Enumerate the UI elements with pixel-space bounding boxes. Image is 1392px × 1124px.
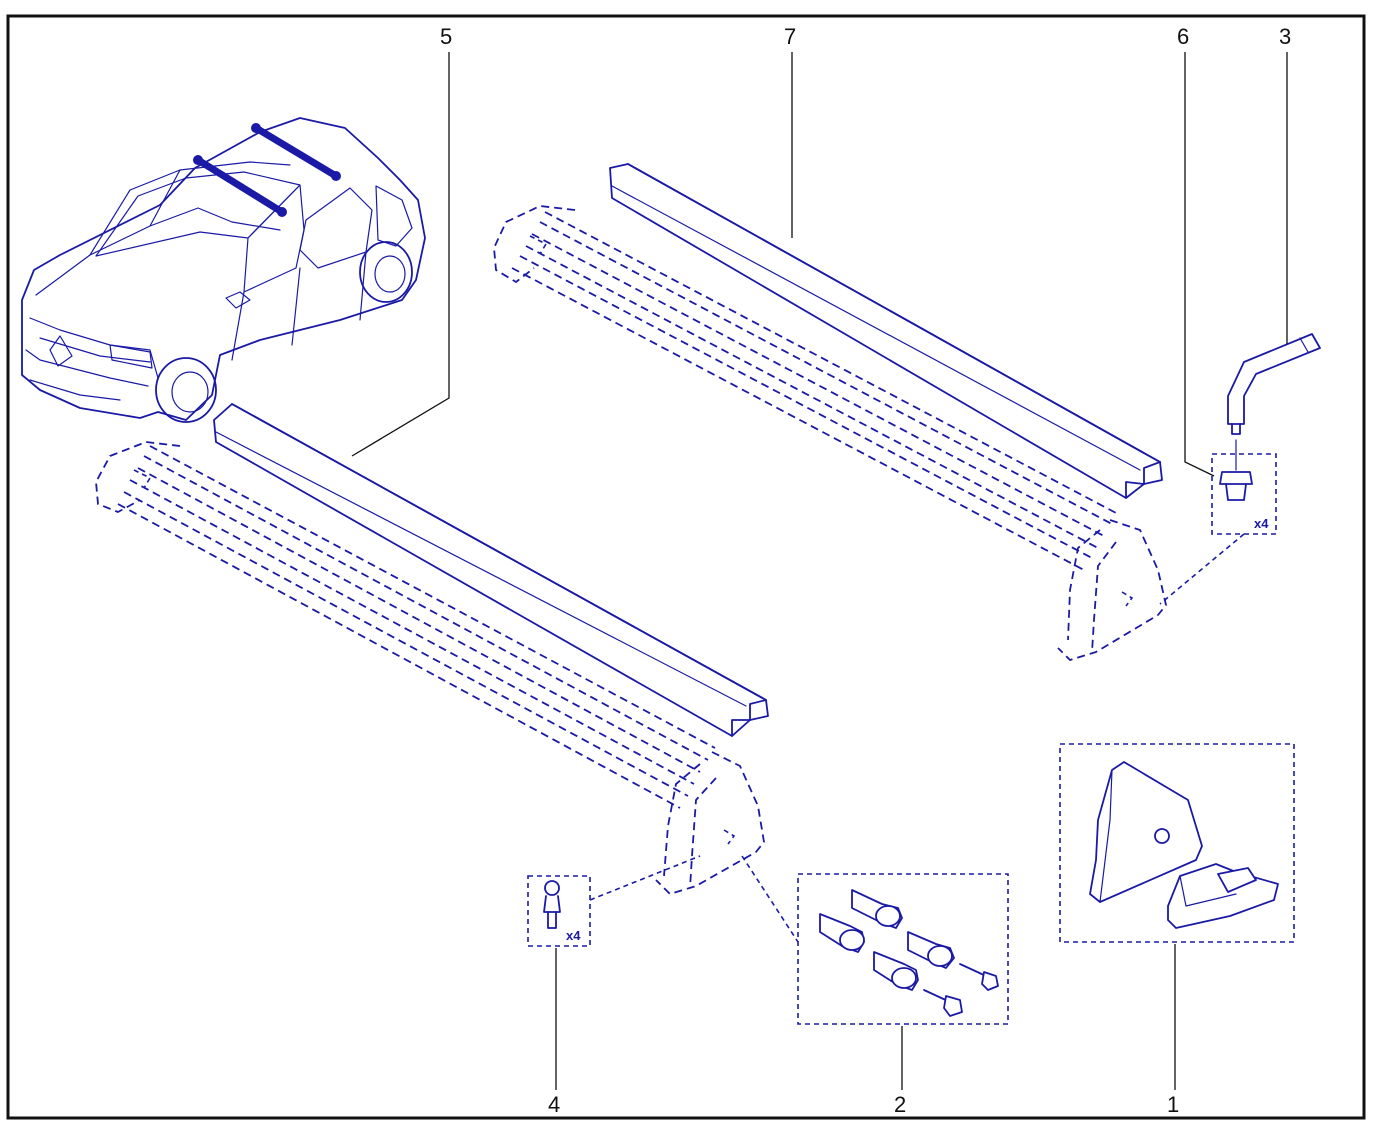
callout-4: 4 [548,1092,560,1117]
bolt-box-lower: x4 [527,875,591,947]
callout-2: 2 [894,1092,906,1117]
roof-bar-lower [95,403,769,895]
callout-3: 3 [1279,24,1291,49]
car-illustration [21,117,426,423]
callout-1: 1 [1167,1092,1179,1117]
roof-bar-upper [493,163,1167,661]
allen-key [1227,333,1321,435]
callout-7: 7 [784,24,796,49]
leader-lines [351,52,1288,1090]
quantity-label-bolt: x4 [566,928,581,943]
diagram-frame [6,14,1366,1120]
quantity-label-screw: x4 [1254,516,1269,531]
end-caps [1059,743,1295,943]
callout-6: 6 [1177,24,1189,49]
callout-5: 5 [440,24,452,49]
lock-cylinders-keys [797,873,1009,1025]
bolt-box-upper: x4 [1211,439,1277,535]
